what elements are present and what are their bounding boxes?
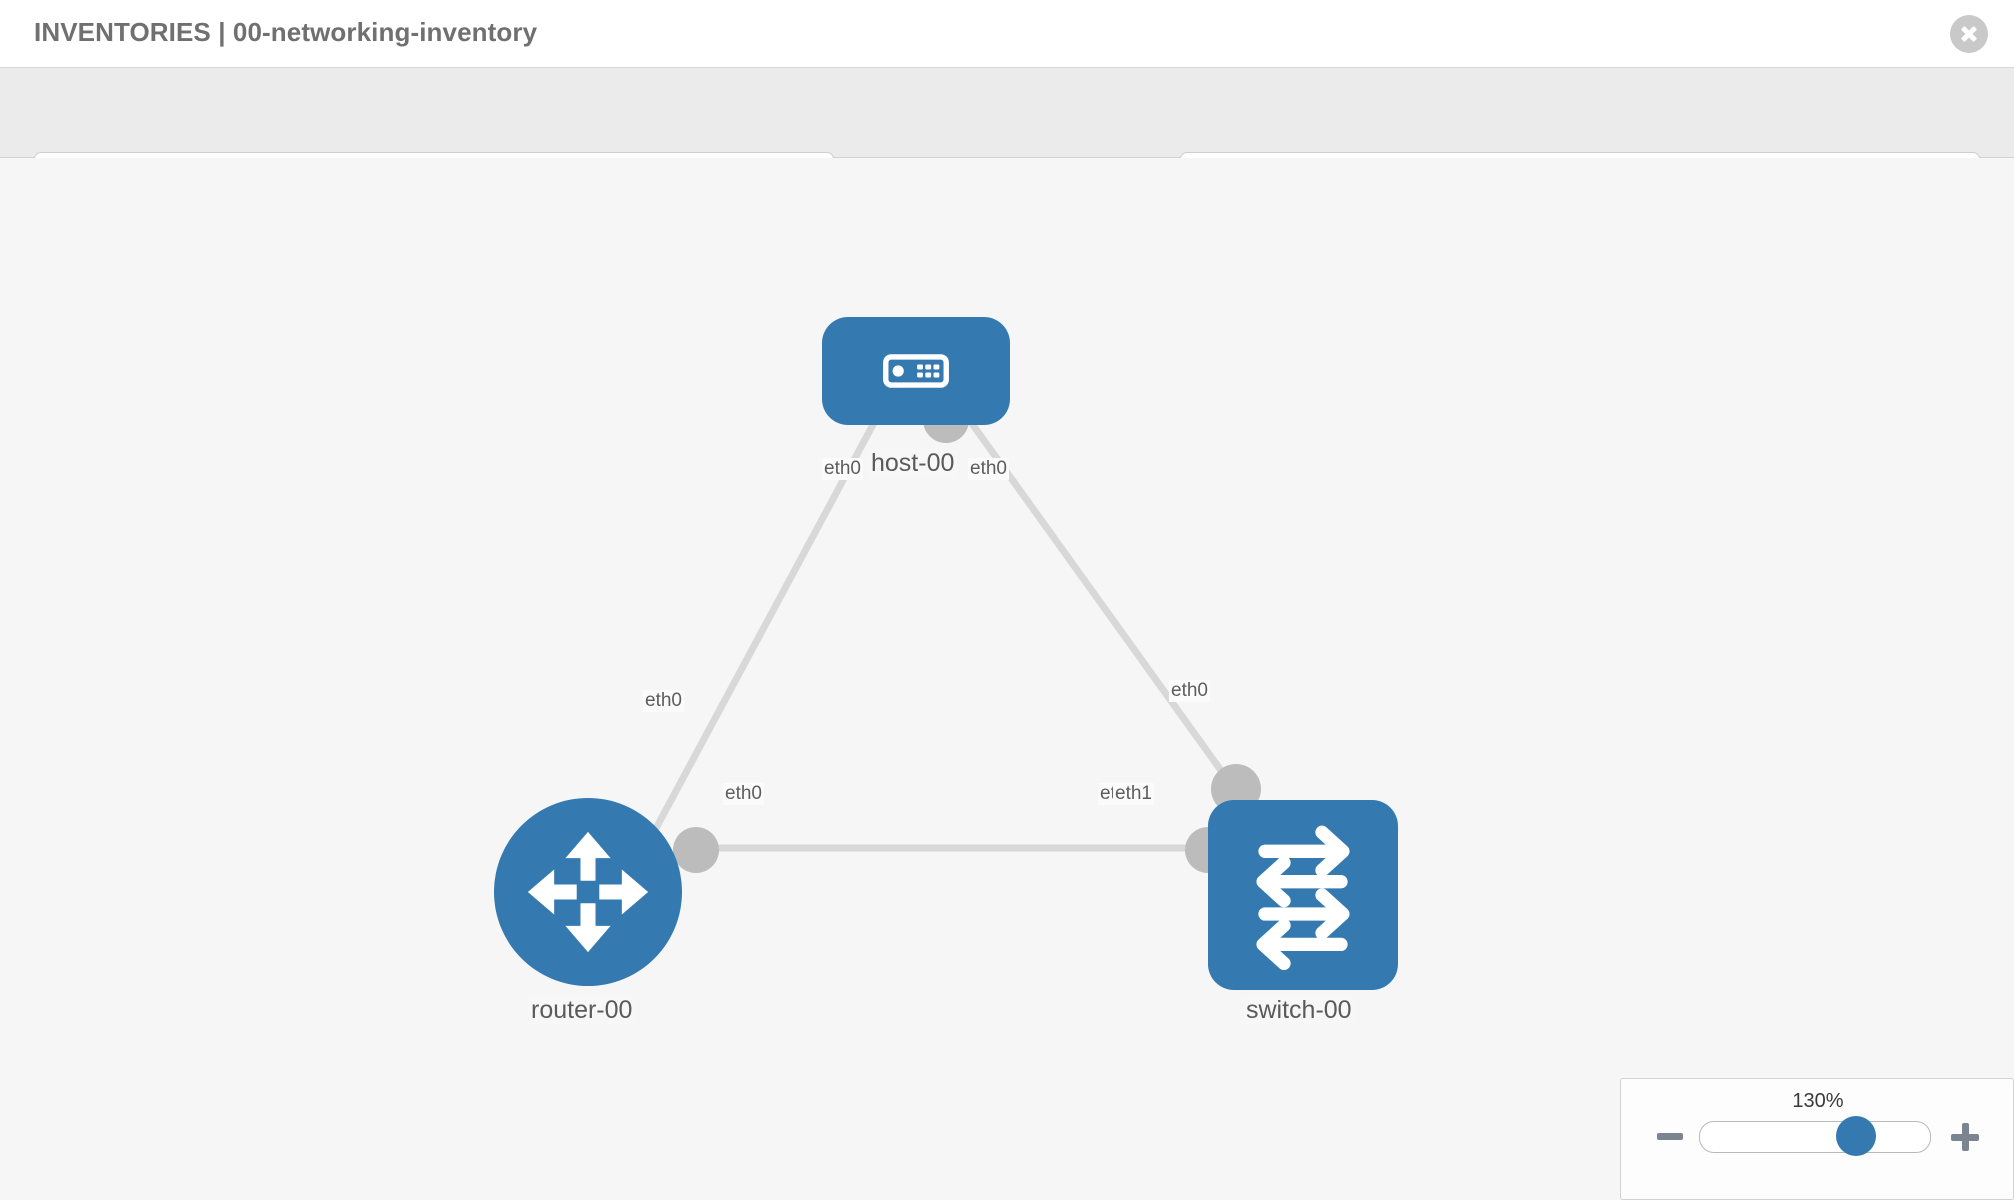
node-host-00[interactable]	[822, 317, 1010, 425]
interface-label-router-uplink: eth0	[643, 690, 684, 712]
zoom-slider-track[interactable]	[1699, 1116, 1931, 1156]
toolbar: ACTIONS SEARCH	[0, 68, 2014, 204]
zoom-slider-thumb[interactable]	[1836, 1116, 1876, 1156]
zoom-out-icon[interactable]	[1657, 1133, 1683, 1140]
zoom-control-panel: 130%	[1620, 1078, 2014, 1200]
switch-arrows-icon	[1256, 825, 1350, 971]
endpoint-marker	[673, 827, 719, 873]
page-header: INVENTORIES | 00-networking-inventory	[0, 0, 2014, 68]
interface-label-host-right: eth0	[968, 458, 1009, 480]
interface-label-host-left: eth0	[822, 458, 863, 480]
close-icon[interactable]	[1950, 15, 1988, 53]
node-label-host-00: host-00	[868, 449, 958, 478]
interface-label-switch-uplink: eth0	[1169, 680, 1210, 702]
server-icon	[883, 354, 949, 388]
router-arrows-icon	[527, 831, 649, 953]
zoom-level-label: 130%	[1792, 1090, 1844, 1112]
page-title: INVENTORIES | 00-networking-inventory	[34, 17, 538, 47]
topology-links-layer	[636, 389, 1261, 873]
interface-label-switch-left-over: eth1	[1113, 783, 1154, 805]
zoom-in-icon[interactable]	[1951, 1123, 1979, 1151]
interface-label-router-right: eth0	[723, 783, 764, 805]
link-host-switch	[946, 389, 1239, 794]
node-label-switch-00: switch-00	[1243, 996, 1355, 1025]
node-label-router-00: router-00	[528, 996, 636, 1025]
topology-canvas[interactable]: host-00 router-00 switch-00 eth0 eth0 et…	[0, 158, 2014, 1200]
node-switch-00[interactable]	[1208, 800, 1398, 990]
node-router-00[interactable]	[494, 798, 682, 986]
